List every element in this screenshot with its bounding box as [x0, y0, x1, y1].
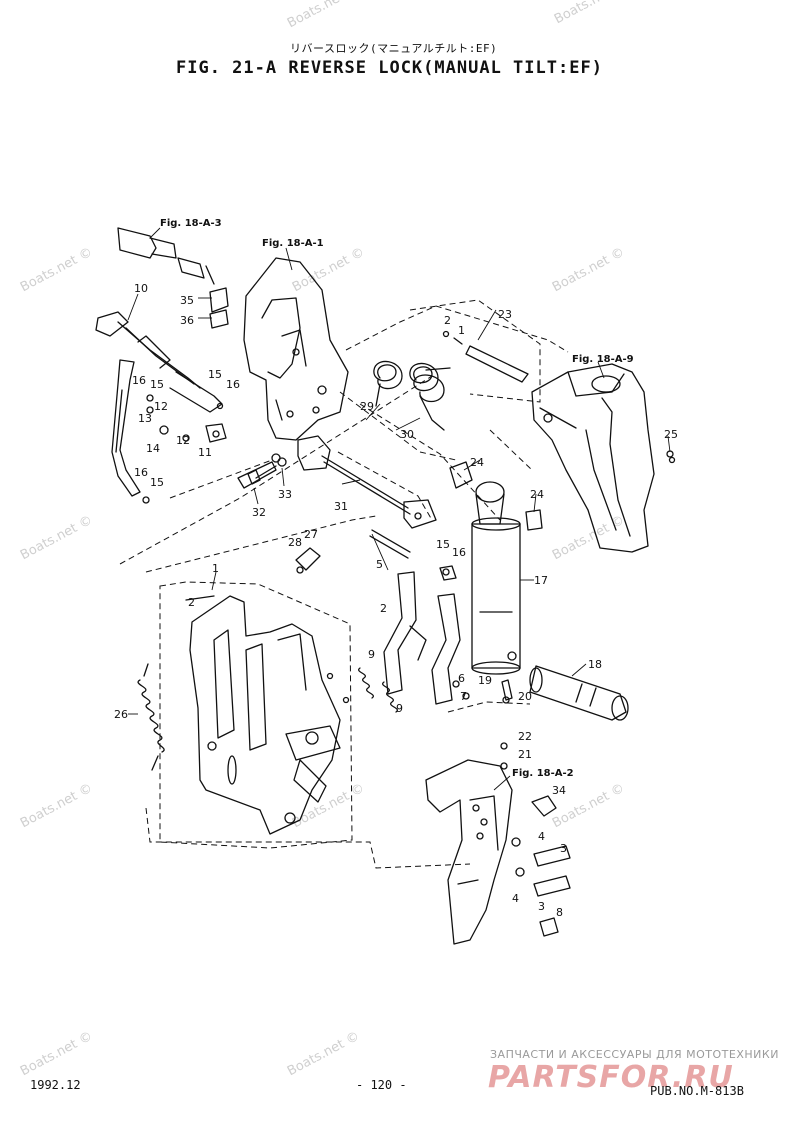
callout-7: 7	[460, 690, 467, 703]
tilt-shaft	[529, 665, 629, 721]
callout-2: 2	[380, 602, 387, 615]
callout-15: 15	[150, 378, 164, 391]
callout-29: 29	[360, 400, 374, 413]
callout-20: 20	[518, 690, 532, 703]
callout-3: 3	[538, 900, 545, 913]
callout-33: 33	[278, 488, 292, 501]
reverse-lock-hooks	[369, 529, 470, 705]
callout-28: 28	[288, 536, 302, 549]
callout-19: 19	[478, 674, 492, 687]
callout-36: 36	[180, 314, 194, 327]
callout-2: 2	[444, 314, 451, 327]
callout-16: 16	[452, 546, 466, 559]
callout-5: 5	[376, 558, 383, 571]
callout-6: 6	[458, 672, 465, 685]
callout-12: 12	[154, 400, 168, 413]
upper-clamp-bracket	[209, 257, 349, 441]
callout-2: 2	[188, 596, 195, 609]
ref-fig-18-a-2: Fig. 18-A-2	[512, 768, 574, 779]
callout-21: 21	[518, 748, 532, 761]
lower-clamp-bracket	[185, 595, 341, 835]
upper-bolt	[117, 227, 215, 285]
callout-14: 14	[146, 442, 160, 455]
callout-35: 35	[180, 294, 194, 307]
ref-fig-18-a-9: Fig. 18-A-9	[572, 354, 634, 365]
ref-fig-18-a-1: Fig. 18-A-1	[262, 238, 324, 249]
springs	[373, 360, 451, 431]
callout-12: 12	[176, 434, 190, 447]
callout-15: 15	[436, 538, 450, 551]
ref-fig-18-a-3: Fig. 18-A-3	[160, 218, 222, 229]
spring-26	[137, 663, 165, 771]
callout-16: 16	[134, 466, 148, 479]
callout-8: 8	[556, 906, 563, 919]
swivel-bracket	[531, 363, 674, 553]
callout-24: 24	[470, 456, 484, 469]
callout-1: 1	[458, 324, 465, 337]
callout-23: 23	[498, 308, 512, 321]
footer-date: 1992.12	[30, 1078, 81, 1092]
callout-3: 3	[560, 842, 567, 855]
callout-13: 13	[138, 412, 152, 425]
callout-34: 34	[552, 784, 566, 797]
pin-assembly	[442, 330, 529, 383]
callout-26: 26	[114, 708, 128, 721]
callout-9: 9	[368, 648, 375, 661]
callout-22: 22	[518, 730, 532, 743]
callout-30: 30	[400, 428, 414, 441]
callout-16: 16	[226, 378, 240, 391]
publication-number: PUB.NO.M-813B	[650, 1084, 744, 1098]
callout-18: 18	[588, 658, 602, 671]
lever-assembly	[95, 311, 227, 504]
callout-16: 16	[132, 374, 146, 387]
callout-15: 15	[208, 368, 222, 381]
japanese-title: リバースロック(マニュアルチルト:EF)	[290, 42, 498, 55]
callout-25: 25	[664, 428, 678, 441]
fasteners	[247, 456, 676, 704]
advert-tagline: ЗАПЧАСТИ И АКСЕССУАРЫ ДЛЯ МОТОТЕХНИКИ	[490, 1048, 779, 1061]
callout-10: 10	[134, 282, 148, 295]
callout-9: 9	[396, 702, 403, 715]
callout-32: 32	[252, 506, 266, 519]
dashed-outlines	[119, 299, 569, 869]
small-springs	[326, 667, 398, 713]
rod	[237, 435, 437, 529]
callout-17: 17	[534, 574, 548, 587]
callout-15: 15	[150, 476, 164, 489]
callout-11: 11	[198, 446, 212, 459]
callout-31: 31	[334, 500, 348, 513]
page-number: - 120 -	[356, 1078, 407, 1092]
tilt-cylinder	[449, 461, 543, 675]
leader-lines	[127, 227, 671, 791]
callout-1: 1	[212, 562, 219, 575]
callout-27: 27	[304, 528, 318, 541]
advert-logo: PARTSFOR.RU	[488, 1060, 734, 1095]
lower-bracket	[425, 742, 571, 945]
callout-4: 4	[512, 892, 519, 905]
callout-24: 24	[530, 488, 544, 501]
callout-4: 4	[538, 830, 545, 843]
figure-title: FIG. 21-A REVERSE LOCK(MANUAL TILT:EF)	[176, 58, 603, 78]
